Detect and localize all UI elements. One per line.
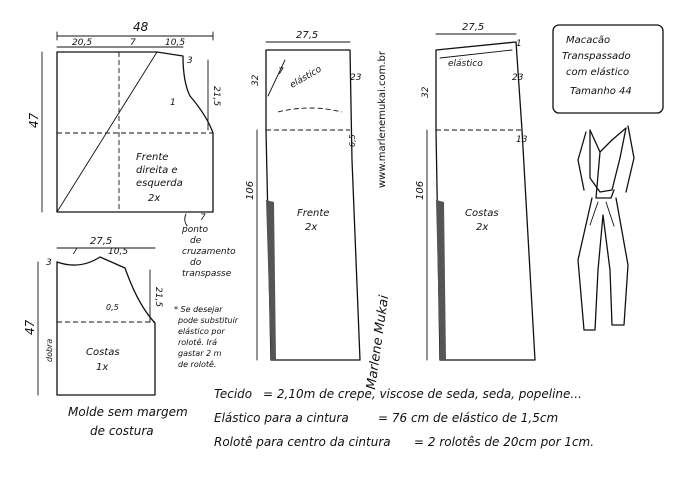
elastic-value: = 76 cm de elástico de 1,5cm [378, 411, 558, 425]
back-pants-width: 27,5 [462, 22, 484, 33]
back-bodice-label-2: 1x [96, 362, 108, 373]
side-note-5: gastar 2 m [178, 349, 222, 358]
back-bodice-fold: dobra [45, 339, 54, 362]
side-note-1: * Se desejar [174, 305, 223, 314]
front-bodice-mark-1: 1 [170, 98, 176, 108]
back-pants-dim-13: 13 [516, 135, 528, 145]
front-pants-dim-23: 23 [350, 73, 362, 83]
back-pants-elastic: elástico [448, 59, 483, 69]
back-bodice-mark-05: 0,5 [106, 303, 119, 312]
materials-list: Tecido = 2,10m de crepe, viscose de seda… [214, 387, 594, 449]
back-pants-label-2: 2x [476, 222, 488, 233]
back-bodice-armhole: 21,5 [153, 287, 163, 307]
front-bodice-height: 47 [27, 112, 41, 128]
back-bodice-seg-b: 10,5 [108, 247, 128, 257]
crossing-note-4: do [190, 258, 202, 268]
back-bodice-width: 27,5 [90, 236, 112, 247]
title-line-1: Macacão [566, 35, 610, 46]
crossing-note-5: transpasse [182, 269, 232, 279]
front-bodice-dim-7: 7 [200, 213, 206, 223]
front-bodice-label-3: esquerda [136, 178, 183, 189]
back-bodice-piece: 27,5 7 10,5 3 21,5 47 0,5 dobra Costas 1… [23, 236, 163, 396]
title-line-2: Transpassado [562, 51, 631, 62]
fabric-value: = 2,10m de crepe, viscose de seda, seda,… [263, 387, 582, 401]
front-pants-rise: 32 [251, 74, 261, 86]
margin-note-2: de costura [90, 424, 154, 438]
title-line-3: com elástico [566, 66, 629, 78]
crossing-note-1: ponto [181, 225, 208, 235]
back-bodice-height: 47 [23, 319, 37, 335]
back-bodice-label-1: Costas [86, 347, 120, 358]
title-line-4: Tamanho 44 [570, 86, 632, 97]
front-pants-dim-65: 6,5 [348, 134, 357, 147]
front-bodice-piece: 48 20,5 7 10,5 3 21,5 47 1 Frente direit… [27, 20, 236, 279]
front-bodice-seg-b: 7 [130, 38, 136, 48]
crossing-note-2: de [190, 236, 202, 246]
side-note-2: pode substituir [177, 316, 239, 325]
front-pants-mark-7: 7 [278, 67, 284, 77]
front-bodice-label-1: Frente [136, 152, 168, 163]
back-pants-label-1: Costas [465, 208, 499, 219]
side-note-4: rolotê. Irá [178, 337, 217, 347]
back-pants-length: 106 [415, 181, 426, 200]
front-bodice-label-4: 2x [148, 193, 160, 204]
front-pants-length: 106 [245, 181, 256, 200]
front-bodice-label-2: direita e [136, 165, 178, 176]
front-bodice-seg-a: 20,5 [72, 38, 92, 48]
back-pants-piece: 27,5 1 elástico 23 32 13 106 Costas 2x [415, 22, 536, 361]
front-bodice-shoulder-drop: 3 [187, 56, 193, 66]
fabric-label: Tecido [214, 387, 252, 401]
title-box: Macacão Transpassado com elástico Tamanh… [552, 24, 664, 114]
front-pants-elastic: elástico [289, 64, 325, 90]
author-signature: Marlene Mukai [364, 294, 392, 391]
crossing-note-3: cruzamento [182, 247, 236, 257]
rolote-label: Rolotê para centro da cintura [214, 435, 391, 449]
back-pants-dim-23: 23 [512, 73, 524, 83]
margin-note-1: Molde sem margem [68, 405, 188, 419]
side-note-6: de rolotê. [178, 359, 216, 369]
front-bodice-armhole: 21,5 [211, 86, 221, 106]
front-pants-width: 27,5 [296, 30, 318, 41]
back-bodice-seg-a: 7 [72, 247, 78, 257]
front-pants-piece: 27,5 32 7 elástico 23 6,5 106 Frente 2x [245, 30, 362, 361]
back-pants-mark-1: 1 [516, 39, 522, 49]
rolote-value: = 2 rolotês de 20cm por 1cm. [414, 435, 594, 449]
jumpsuit-sketch [577, 125, 635, 331]
front-pants-label-1: Frente [297, 208, 329, 219]
side-note-3: elástico por [178, 327, 225, 336]
website-watermark: www.marlenemukai.com.br [377, 50, 388, 188]
elastic-label: Elástico para a cintura [214, 411, 349, 425]
back-pants-rise: 32 [421, 86, 431, 98]
front-bodice-seg-c: 10,5 [165, 38, 185, 48]
back-bodice-shoulder-drop: 3 [46, 258, 52, 268]
front-pants-label-2: 2x [305, 222, 317, 233]
front-bodice-width: 48 [133, 20, 149, 34]
